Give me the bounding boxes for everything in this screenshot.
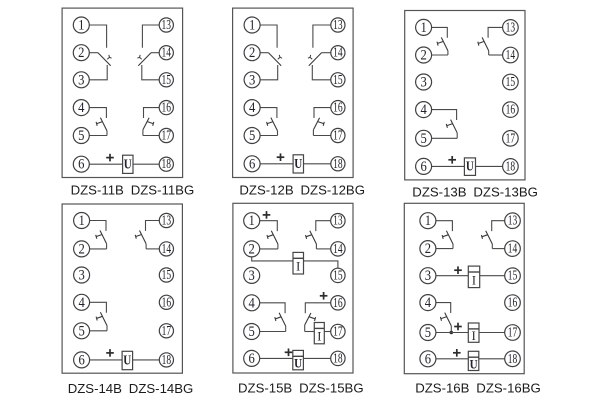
svg-text:18: 18 — [333, 157, 343, 172]
svg-text:1: 1 — [249, 213, 255, 229]
svg-text:3: 3 — [78, 72, 84, 88]
svg-text:6: 6 — [249, 156, 256, 172]
svg-text:U: U — [124, 157, 132, 172]
svg-text:1: 1 — [425, 213, 431, 229]
svg-text:13: 13 — [333, 214, 343, 229]
svg-text:6: 6 — [425, 351, 432, 367]
svg-text:18: 18 — [506, 159, 516, 174]
svg-text:3: 3 — [249, 72, 255, 88]
svg-text:4: 4 — [249, 100, 256, 116]
svg-text:13: 13 — [508, 214, 518, 229]
svg-text:3: 3 — [420, 75, 426, 91]
svg-text:DZS-11B DZS-11BG: DZS-11B DZS-11BG — [71, 182, 195, 197]
svg-text:I: I — [472, 273, 476, 287]
svg-text:16: 16 — [333, 296, 343, 311]
svg-text:15: 15 — [508, 269, 518, 284]
svg-text:5: 5 — [249, 128, 255, 144]
svg-text:6: 6 — [249, 351, 256, 367]
svg-text:17: 17 — [162, 324, 172, 339]
svg-text:17: 17 — [506, 131, 516, 146]
svg-text:14: 14 — [333, 242, 343, 257]
svg-text:1: 1 — [78, 213, 84, 229]
svg-text:15: 15 — [162, 268, 172, 283]
svg-text:17: 17 — [333, 129, 343, 144]
svg-text:DZS-14B DZS-14BG: DZS-14B DZS-14BG — [68, 381, 194, 396]
svg-text:4: 4 — [420, 102, 427, 118]
svg-text:17: 17 — [162, 129, 172, 144]
svg-text:5: 5 — [249, 324, 255, 340]
svg-text:5: 5 — [78, 323, 84, 339]
svg-text:4: 4 — [78, 295, 85, 311]
svg-text:14: 14 — [162, 46, 172, 61]
svg-text:16: 16 — [162, 101, 172, 116]
svg-text:2: 2 — [249, 241, 255, 257]
svg-text:6: 6 — [78, 157, 85, 173]
svg-text:18: 18 — [162, 157, 172, 172]
svg-text:15: 15 — [333, 73, 343, 88]
svg-text:17: 17 — [333, 325, 343, 340]
svg-text:4: 4 — [78, 100, 85, 116]
svg-text:6: 6 — [78, 352, 85, 368]
svg-text:I: I — [296, 260, 300, 274]
svg-text:3: 3 — [249, 268, 255, 284]
svg-text:2: 2 — [78, 241, 84, 257]
svg-text:18: 18 — [162, 353, 172, 368]
svg-text:13: 13 — [162, 214, 172, 229]
svg-text:6: 6 — [420, 159, 427, 175]
svg-text:15: 15 — [162, 73, 172, 88]
svg-text:14: 14 — [506, 48, 516, 63]
svg-text:15: 15 — [506, 75, 516, 90]
svg-text:15: 15 — [333, 268, 343, 283]
svg-text:14: 14 — [333, 46, 343, 61]
svg-text:16: 16 — [333, 101, 343, 116]
svg-text:U: U — [466, 160, 474, 175]
svg-text:3: 3 — [425, 268, 431, 284]
svg-text:U: U — [294, 157, 302, 172]
svg-text:16: 16 — [506, 103, 516, 118]
svg-text:1: 1 — [249, 18, 255, 34]
svg-text:16: 16 — [508, 296, 518, 311]
svg-text:DZS-15B DZS-15BG: DZS-15B DZS-15BG — [238, 380, 364, 395]
svg-text:2: 2 — [78, 45, 84, 61]
svg-text:14: 14 — [162, 242, 172, 257]
svg-text:U: U — [470, 357, 478, 371]
svg-text:13: 13 — [506, 20, 516, 35]
svg-text:1: 1 — [78, 18, 84, 34]
svg-text:14: 14 — [508, 242, 518, 257]
svg-text:U: U — [294, 357, 302, 371]
svg-text:5: 5 — [420, 131, 426, 147]
svg-text:I: I — [317, 330, 321, 344]
svg-text:4: 4 — [425, 295, 432, 311]
svg-text:17: 17 — [508, 326, 518, 341]
svg-text:2: 2 — [425, 241, 431, 257]
svg-text:I: I — [472, 329, 476, 343]
svg-text:5: 5 — [78, 128, 84, 144]
svg-text:16: 16 — [162, 295, 172, 310]
svg-text:13: 13 — [162, 18, 172, 33]
svg-text:U: U — [123, 354, 131, 369]
svg-text:DZS-13B DZS-13BG: DZS-13B DZS-13BG — [412, 184, 538, 199]
svg-text:DZS-12B DZS-12BG: DZS-12B DZS-12BG — [239, 182, 365, 197]
svg-text:2: 2 — [249, 45, 255, 61]
svg-text:DZS-16B DZS-16BG: DZS-16B DZS-16BG — [415, 381, 541, 396]
svg-text:2: 2 — [420, 48, 426, 64]
svg-text:5: 5 — [425, 325, 431, 341]
svg-text:13: 13 — [333, 18, 343, 33]
svg-text:1: 1 — [420, 20, 426, 36]
svg-text:4: 4 — [249, 295, 256, 311]
svg-text:18: 18 — [508, 352, 518, 367]
svg-text:3: 3 — [78, 268, 84, 284]
svg-text:18: 18 — [333, 351, 343, 366]
